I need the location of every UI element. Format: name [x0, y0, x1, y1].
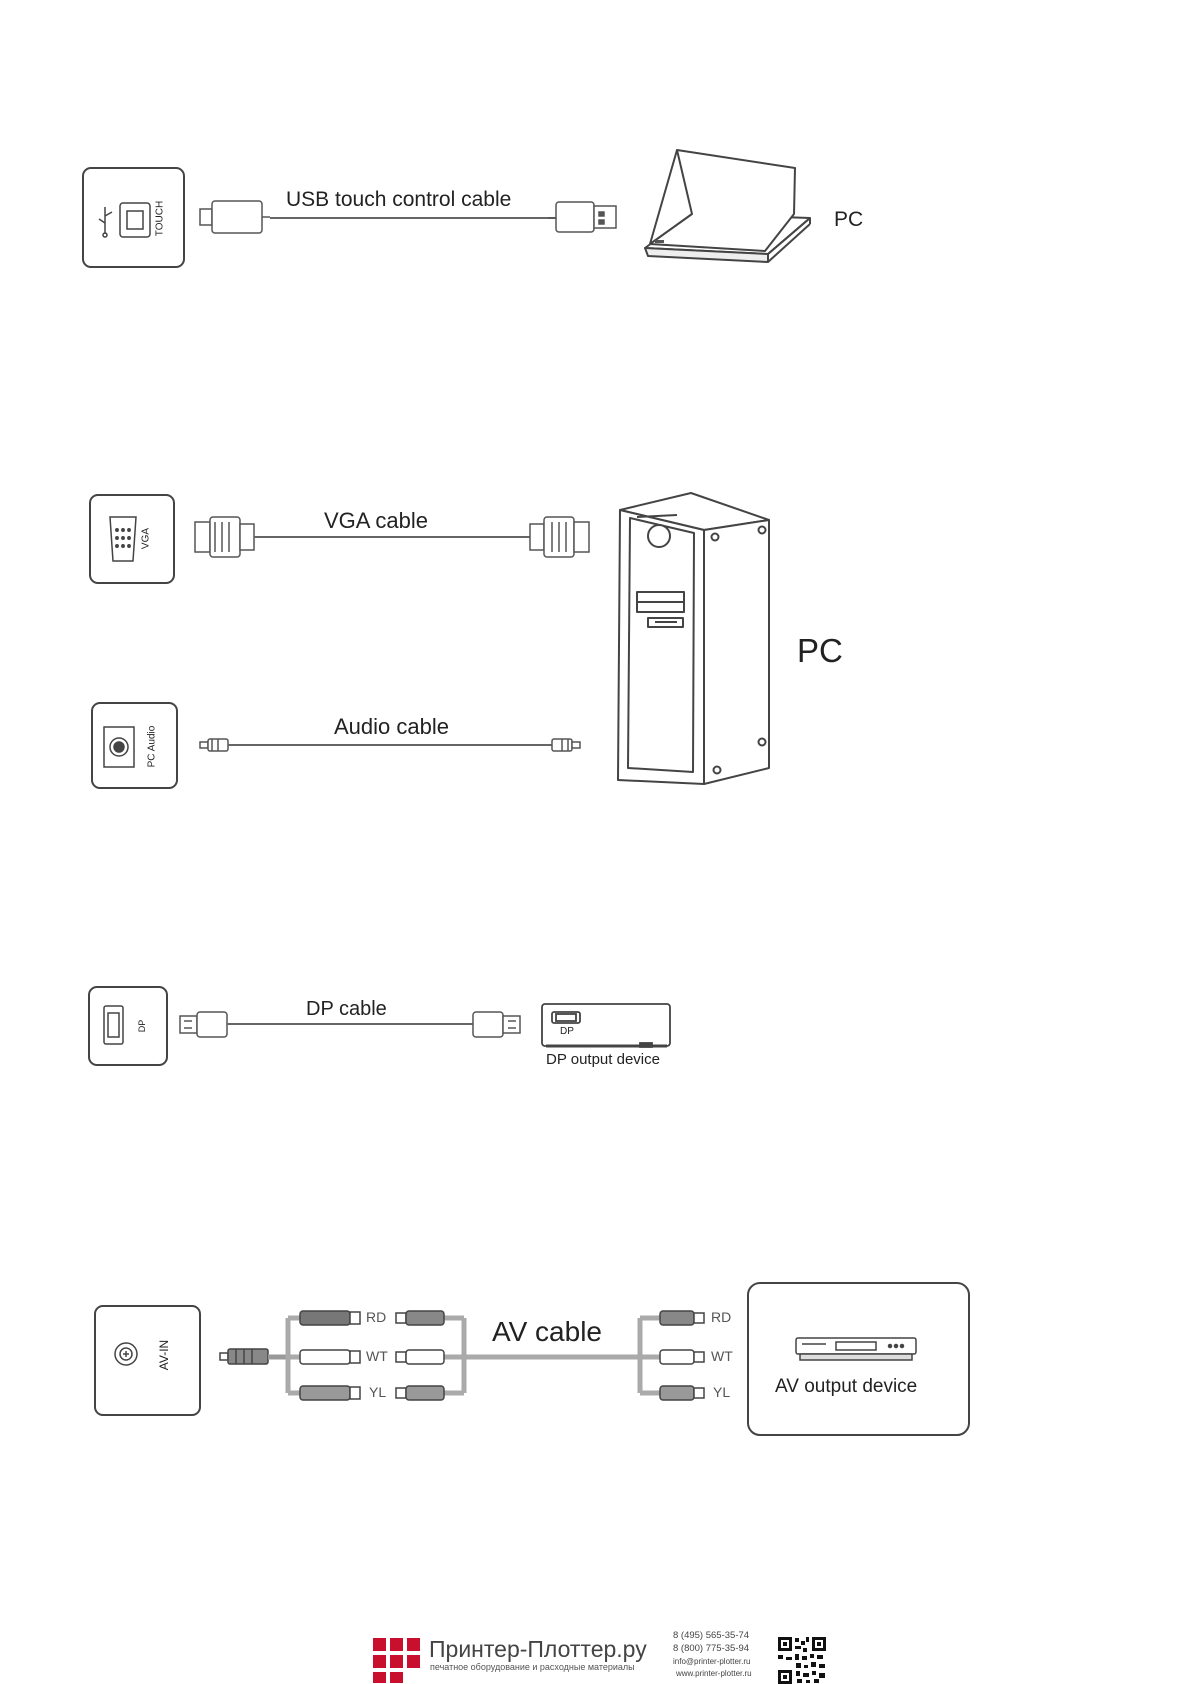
usb-cable-label: USB touch control cable [286, 188, 511, 212]
dp-port-panel [89, 987, 167, 1065]
av-right-plug-wt: WT [711, 1348, 733, 1364]
av-input-plug [220, 1349, 268, 1364]
audio-cable-label: Audio cable [334, 714, 449, 740]
dvd-player-icon [796, 1338, 916, 1360]
dp-port-icon [104, 1006, 123, 1044]
footer-phone-2: 8 (800) 775-35-94 [673, 1643, 749, 1654]
av-right-plug-yl: YL [713, 1384, 730, 1400]
pc-tower-icon [618, 493, 769, 784]
pc-tower-device-label: PC [797, 632, 843, 670]
vga-port-label: VGA [141, 524, 152, 554]
av-output-device-label: AV output device [775, 1376, 917, 1398]
touch-port-panel [83, 168, 184, 267]
av-port-panel [95, 1306, 200, 1415]
vga-port-icon [110, 517, 136, 561]
dp-port-label: DP [137, 1014, 147, 1038]
usb-a-plug [548, 202, 616, 232]
usb-b-plug [200, 201, 270, 233]
dp-plug-left [180, 1012, 227, 1037]
av-jack-icon [115, 1343, 137, 1365]
av-splitter-right [640, 1318, 660, 1393]
dp-plug-right [473, 1012, 520, 1037]
brand-logo-icon [373, 1638, 420, 1683]
av-left-plug-wt: WT [366, 1348, 388, 1364]
dp-output-device-label: DP output device [546, 1051, 660, 1068]
footer-website[interactable]: www.printer-plotter.ru [676, 1669, 752, 1678]
audio-port-label: PC Audio [147, 719, 158, 775]
dp-device-port-label: DP [560, 1026, 574, 1037]
av-port-label: AV-IN [157, 1335, 171, 1375]
vga-cable-label: VGA cable [324, 508, 428, 534]
av-right-rca-plugs [660, 1311, 704, 1400]
audio-plug-right [552, 739, 580, 751]
av-cable-label: AV cable [492, 1316, 602, 1348]
footer-phone-1: 8 (495) 565-35-74 [673, 1630, 749, 1641]
audio-plug-left [200, 739, 228, 751]
dp-cable-label: DP cable [306, 998, 387, 1021]
touch-port-label: TOUCH [155, 199, 166, 239]
qr-code-icon [777, 1636, 827, 1684]
brand-tagline: печатное оборудование и расходные матери… [430, 1662, 635, 1672]
av-left-plug-rd: RD [366, 1309, 386, 1325]
av-right-plug-rd: RD [711, 1309, 731, 1325]
vga-plug-right [530, 517, 589, 557]
laptop-icon [645, 150, 810, 262]
audio-jack-icon [104, 727, 134, 767]
vga-plug-left [195, 517, 254, 557]
footer-email[interactable]: info@printer-plotter.ru [673, 1657, 751, 1666]
av-left-plug-yl: YL [369, 1384, 386, 1400]
laptop-device-label: PC [834, 208, 863, 232]
brand-name: Принтер-Плоттер.ру [429, 1636, 647, 1663]
